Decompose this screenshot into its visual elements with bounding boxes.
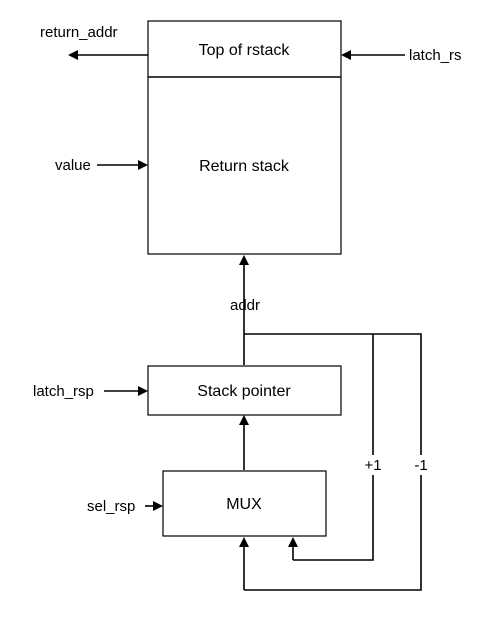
return-addr-label: return_addr xyxy=(40,24,118,41)
plus-one-label-bg xyxy=(362,455,386,475)
stack-pointer-outline xyxy=(147,365,342,416)
latch-rsp-label: latch_rsp xyxy=(33,383,94,400)
latch-rs-label: latch_rs xyxy=(409,47,462,64)
minus-one-label: -1 xyxy=(414,457,427,474)
stack-pointer-block: Stack pointer xyxy=(147,365,342,416)
plus-one-feedback-wire xyxy=(293,334,374,561)
addr-label: addr xyxy=(230,297,260,314)
top-of-rstack-label: Top of rstack xyxy=(199,42,291,59)
mux-block: MUX xyxy=(162,470,327,537)
plus-one-label: +1 xyxy=(364,457,381,474)
value-label: value xyxy=(55,157,91,174)
sel-rsp-label: sel_rsp xyxy=(87,498,135,515)
return-stack-outline xyxy=(147,20,342,255)
stack-pointer-label: Stack pointer xyxy=(197,383,291,400)
minus-one-label-bg xyxy=(410,455,432,475)
return-stack-label: Return stack xyxy=(199,158,290,175)
mux-label: MUX xyxy=(226,496,262,513)
mux-outline xyxy=(162,470,327,537)
return-stack-block: Top of rstack Return stack xyxy=(147,20,342,255)
